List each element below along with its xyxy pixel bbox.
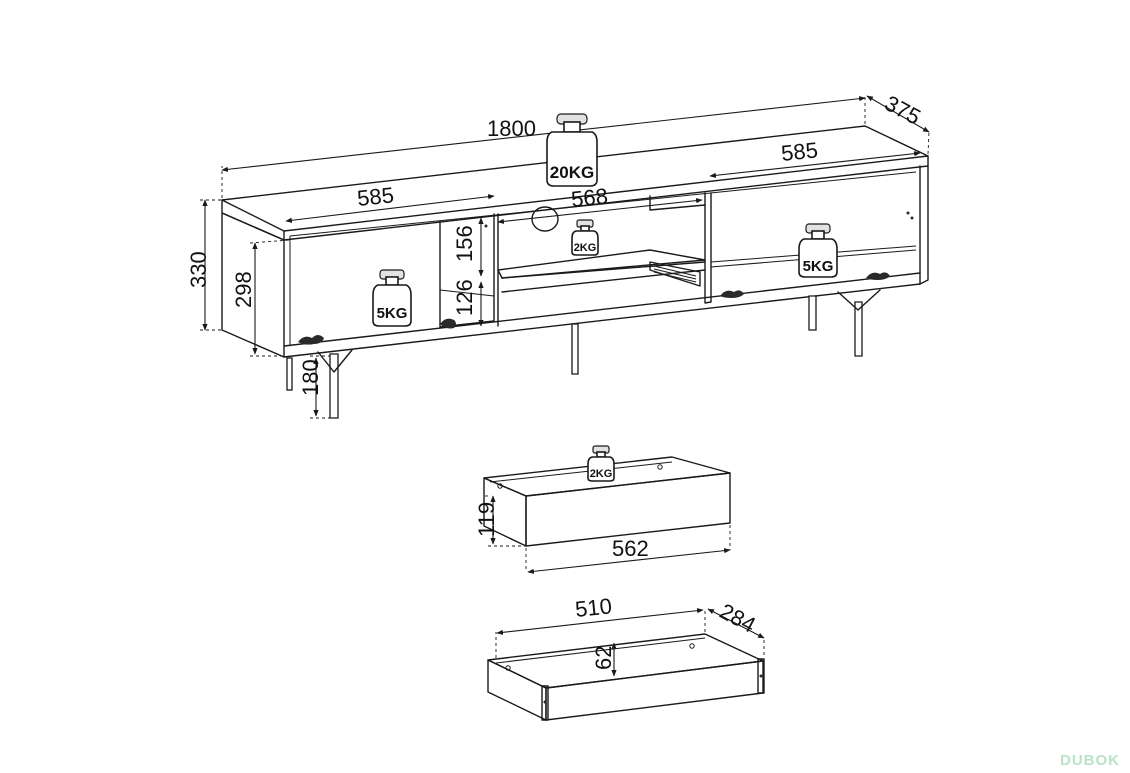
drawer-box xyxy=(487,633,765,721)
left-compartment-divider xyxy=(439,213,495,328)
drawer-slide xyxy=(649,261,701,287)
dimension-drawer-front-width: 562 xyxy=(612,536,649,561)
weight-icon-top: 20KG xyxy=(546,113,598,187)
dimension-line-drawer-box-width xyxy=(496,608,704,635)
dimension-depth: 375 xyxy=(881,90,925,129)
dimension-leg-height: 180 xyxy=(298,359,323,396)
weight-icon-right-shelf: 5KG xyxy=(798,223,838,278)
weight-icon-drawer: 2KG xyxy=(587,445,615,482)
dimension-total-height: 330 xyxy=(186,251,211,288)
dimension-inner-height: 298 xyxy=(231,271,256,308)
cabinet-right-side xyxy=(919,165,929,285)
weight-icon-middle-shelf: 2KG xyxy=(571,219,599,256)
dimension-drawer-box-width: 510 xyxy=(574,593,613,622)
load-label-right-shelf: 5KG xyxy=(803,258,834,275)
dimension-line-total-width xyxy=(221,96,866,172)
dimension-right-compartment-width: 585 xyxy=(780,137,819,166)
dimension-drawer-box-depth: 284 xyxy=(716,598,760,637)
load-label-left-shelf: 5KG xyxy=(377,305,408,322)
load-label-drawer: 2KG xyxy=(590,468,613,480)
dimension-line-left-width xyxy=(285,194,495,223)
cabinet-dimensions xyxy=(200,95,930,419)
dimension-line-drawer-box-depth xyxy=(707,608,765,639)
load-label-top: 20KG xyxy=(550,163,594,182)
watermark-logo: DUBOK xyxy=(1060,752,1120,769)
dimension-middle-upper-height: 156 xyxy=(452,225,477,262)
weight-icon-left-shelf: 5KG xyxy=(372,269,412,327)
middle-shelf xyxy=(497,249,706,279)
drawer-front-panel xyxy=(525,472,731,547)
middle-compartment-right-wall xyxy=(704,192,712,304)
dimension-line-middle-width xyxy=(497,198,703,224)
dimension-drawer-box-height: 62 xyxy=(591,646,616,670)
dimension-drawer-front-height: 119 xyxy=(474,502,499,537)
hinge-icon xyxy=(298,272,890,345)
dimension-line-right-width xyxy=(709,151,921,178)
dimension-total-width: 1800 xyxy=(487,116,536,141)
drawer-box-dimensions xyxy=(495,608,765,677)
dimension-left-compartment-width: 585 xyxy=(356,182,395,211)
load-label-middle-shelf: 2KG xyxy=(574,242,597,254)
drawer-dimensions xyxy=(484,495,731,574)
cabinet-legs xyxy=(286,289,881,419)
dimension-line-drawer-front-width xyxy=(527,548,731,574)
dimension-middle-lower-height: 126 xyxy=(452,279,477,316)
dimension-middle-compartment-width: 568 xyxy=(570,183,609,212)
dimension-line-depth xyxy=(866,95,930,133)
